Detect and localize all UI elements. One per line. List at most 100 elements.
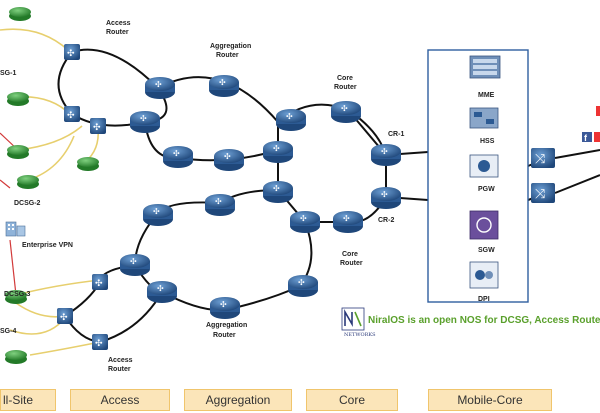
svg-text:✣: ✣ [381, 147, 388, 156]
routers: ✣ ✣ ✣ ✣ ✣ ✣ ✣ ✣ ✣ ✣ ✣ ✣ [120, 75, 401, 319]
band-cell-site: ll-Site [0, 389, 56, 411]
svg-text:✣: ✣ [300, 214, 307, 223]
band-mobile-core: Mobile-Core [428, 389, 552, 411]
server-icon[interactable] [469, 107, 499, 129]
svg-text:⤨: ⤨ [535, 151, 546, 166]
router-icon[interactable]: ✣ [331, 101, 361, 123]
svg-text:✣: ✣ [95, 278, 103, 288]
svg-text:✣: ✣ [298, 278, 305, 287]
cell-sites [5, 7, 99, 364]
svg-text:✣: ✣ [173, 149, 180, 158]
label-hss: HSS [480, 138, 495, 145]
access-switches: ✣ ✣ ✣ ✣ ✣ ✣ [57, 44, 108, 350]
svg-text:✣: ✣ [155, 80, 162, 89]
svg-text:✣: ✣ [215, 197, 222, 206]
cell-site-icon[interactable] [5, 290, 27, 304]
logo-caption: NETWORKS [344, 332, 376, 338]
label-core-router-top-1: Core [337, 75, 353, 82]
svg-text:✣: ✣ [93, 122, 101, 132]
router-icon[interactable]: ✣ [210, 297, 240, 319]
facebook-icon[interactable]: f [582, 132, 600, 143]
label-dcsg3: DCSG-3 [4, 291, 31, 298]
svg-text:✣: ✣ [343, 214, 350, 223]
label-access-router-bottom-2: Router [108, 366, 131, 373]
label-enterprise-vpn: Enterprise VPN [22, 242, 73, 249]
niralos-logo: NETWORKS [341, 307, 376, 338]
label-core-router-bottom-1: Core [342, 251, 358, 258]
svg-text:✣: ✣ [130, 257, 137, 266]
cell-site-links [0, 28, 101, 356]
server-icon[interactable] [469, 210, 499, 240]
enterprise-building-icon[interactable] [5, 221, 26, 237]
router-icon[interactable]: ✣ [147, 281, 177, 303]
band-aggregation: Aggregation [184, 389, 292, 411]
svg-text:⤨: ⤨ [535, 186, 546, 201]
svg-text:✣: ✣ [286, 112, 293, 121]
switch-icon[interactable]: ⤨ [531, 148, 555, 168]
switch-icon[interactable]: ✣ [90, 118, 106, 134]
router-icon[interactable]: ✣ [143, 204, 173, 226]
label-sg1: SG-1 [0, 70, 16, 77]
label-cr2: CR-2 [378, 217, 394, 224]
label-cr1: CR-1 [388, 131, 404, 138]
router-icon[interactable]: ✣ [209, 75, 239, 97]
router-icon[interactable]: ✣ [263, 181, 293, 203]
router-icon[interactable]: ✣ [288, 275, 318, 297]
server-icon[interactable] [469, 55, 501, 79]
label-aggregation-router-bottom-2: Router [213, 332, 236, 339]
router-icon[interactable]: ✣ [263, 141, 293, 163]
label-sgw: SGW [478, 247, 495, 254]
label-sg4: SG-4 [0, 328, 16, 335]
label-core-router-top-2: Router [334, 84, 357, 91]
label-aggregation-router-top-2: Router [216, 52, 239, 59]
svg-text:✣: ✣ [153, 207, 160, 216]
mobile-core-servers [469, 55, 501, 289]
router-icon[interactable]: ✣ [371, 187, 401, 209]
cell-site-icon[interactable] [77, 157, 99, 171]
edge-switches: ⤨ ⤨ [531, 148, 555, 203]
label-access-router-top-2: Router [106, 29, 129, 36]
router-icon[interactable]: ✣ [145, 77, 175, 99]
router-icon[interactable]: ✣ [371, 144, 401, 166]
router-icon[interactable]: ✣ [214, 149, 244, 171]
svg-text:✣: ✣ [157, 284, 164, 293]
svg-text:✣: ✣ [67, 110, 75, 120]
svg-text:✣: ✣ [273, 144, 280, 153]
cell-site-icon[interactable] [5, 350, 27, 364]
server-icon[interactable] [469, 261, 499, 289]
label-aggregation-router-bottom-1: Aggregation [206, 322, 247, 329]
switch-icon[interactable]: ✣ [92, 274, 108, 290]
labels: Access Router Aggregation Router Core Ro… [0, 20, 495, 373]
cell-site-icon[interactable] [9, 7, 31, 21]
router-icon[interactable]: ✣ [130, 111, 160, 133]
switch-icon[interactable]: ✣ [64, 44, 80, 60]
svg-text:✣: ✣ [381, 190, 388, 199]
switch-icon[interactable]: ✣ [57, 308, 73, 324]
label-aggregation-router-top-1: Aggregation [210, 43, 251, 50]
router-icon[interactable]: ✣ [205, 194, 235, 216]
svg-text:✣: ✣ [95, 338, 103, 348]
cell-site-icon[interactable] [7, 92, 29, 106]
band-access: Access [70, 389, 170, 411]
label-mme: MME [478, 92, 495, 99]
red-marker [596, 106, 600, 116]
label-access-router-top-1: Access [106, 20, 131, 27]
router-icon[interactable]: ✣ [290, 211, 320, 233]
router-icon[interactable]: ✣ [163, 146, 193, 168]
ring-links [57, 48, 600, 344]
switch-icon[interactable]: ✣ [64, 106, 80, 122]
cell-site-icon[interactable] [17, 175, 39, 189]
switch-icon[interactable]: ⤨ [531, 183, 555, 203]
router-icon[interactable]: ✣ [333, 211, 363, 233]
svg-text:✣: ✣ [220, 300, 227, 309]
server-icon[interactable] [469, 154, 499, 178]
svg-text:✣: ✣ [224, 152, 231, 161]
router-icon[interactable]: ✣ [276, 109, 306, 131]
cell-site-icon[interactable] [7, 145, 29, 159]
label-access-router-bottom-1: Access [108, 357, 133, 364]
svg-text:✣: ✣ [60, 312, 68, 322]
svg-text:✣: ✣ [219, 78, 226, 87]
router-icon[interactable]: ✣ [120, 254, 150, 276]
switch-icon[interactable]: ✣ [92, 334, 108, 350]
